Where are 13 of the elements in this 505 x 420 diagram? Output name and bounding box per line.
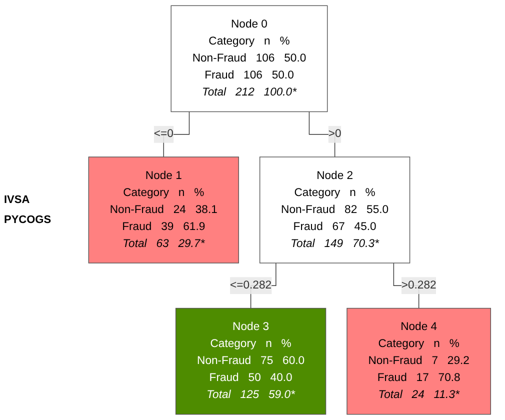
node-box: Node 4 Category n % Non-Fraud 7 29.2 Fraud 17 70.8 Total 24 11.3*	[346, 308, 491, 415]
split-variable-label: PYCOGS	[4, 214, 52, 226]
edge-label: >0	[328, 128, 342, 140]
node-box: Node 2 Category n % Non-Fraud 82 55.0 Fraud 67 45.0 Total 149 70.3*	[259, 156, 410, 264]
connector	[163, 111, 190, 158]
edge-label: >0.282	[401, 279, 436, 292]
connector	[308, 111, 335, 158]
edge-label: <=0.282	[230, 279, 272, 292]
node-box: Node 1 Category n % Non-Fraud 24 38.1 Fraud 39 61.9 Total 63 29.7*	[88, 156, 239, 264]
node-box: Node 3 Category n % Non-Fraud 75 60.0 Fraud 50 40.0 Total 125 59.0*	[175, 308, 326, 415]
node-box: Node 0 Category n % Non-Fraud 106 50.0 Fraud 106 50.0 Total 212 100.0*	[170, 5, 328, 112]
edge-label: <=0	[154, 128, 174, 140]
split-variable-label: IVSA	[4, 194, 31, 206]
